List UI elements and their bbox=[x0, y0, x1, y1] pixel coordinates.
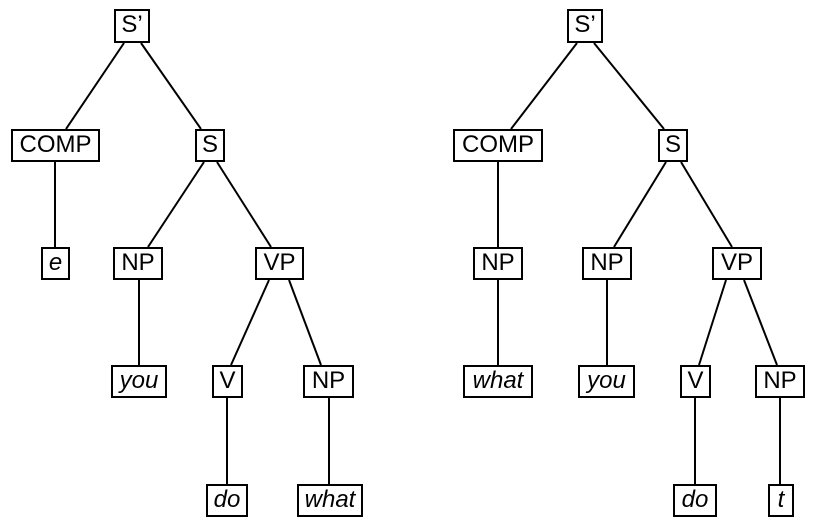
left-tree-node-np-object: NP bbox=[303, 365, 354, 398]
right-tree-node-s-bar: S’ bbox=[567, 9, 603, 43]
right-tree-node-np-subject: NP bbox=[582, 247, 632, 280]
edge-right-s-np bbox=[613, 161, 667, 248]
edge-left-s-vp bbox=[216, 161, 272, 248]
right-tree-node-s: S bbox=[658, 129, 688, 162]
left-tree-node-v: V bbox=[212, 365, 243, 398]
edge-right-sbar-comp bbox=[510, 42, 578, 130]
right-tree-node-you: you bbox=[578, 365, 635, 398]
left-tree-node-do: do bbox=[206, 484, 248, 517]
left-tree-node-vp: VP bbox=[255, 247, 304, 280]
edge-left-vp-np bbox=[288, 279, 322, 366]
left-tree-node-e: e bbox=[41, 247, 70, 280]
left-tree-node-comp: COMP bbox=[11, 129, 100, 162]
edge-left-s-np bbox=[147, 161, 205, 248]
right-tree-node-v: V bbox=[680, 365, 711, 398]
right-tree-node-what: what bbox=[463, 365, 533, 398]
right-tree-node-vp: VP bbox=[712, 247, 762, 280]
edge-left-sbar-comp bbox=[65, 42, 125, 130]
edge-right-vp-np bbox=[743, 279, 778, 366]
left-tree-node-np-subject: NP bbox=[113, 247, 163, 280]
right-tree-node-t: t bbox=[768, 484, 794, 517]
left-tree-node-you: you bbox=[111, 365, 167, 398]
right-tree-node-comp: COMP bbox=[453, 129, 543, 162]
edge-right-s-vp bbox=[680, 161, 733, 248]
edge-left-vp-v bbox=[230, 279, 270, 366]
edge-right-sbar-s bbox=[593, 42, 665, 130]
left-tree-node-what: what bbox=[297, 484, 363, 517]
left-tree-node-s: S bbox=[195, 129, 225, 162]
right-tree-node-do: do bbox=[673, 484, 717, 517]
right-tree-node-np-comp: NP bbox=[473, 247, 523, 280]
edge-right-vp-v bbox=[698, 279, 727, 366]
left-tree-node-s-bar: S’ bbox=[114, 9, 150, 43]
edge-left-sbar-s bbox=[140, 42, 202, 130]
right-tree-node-np-object: NP bbox=[755, 365, 805, 398]
